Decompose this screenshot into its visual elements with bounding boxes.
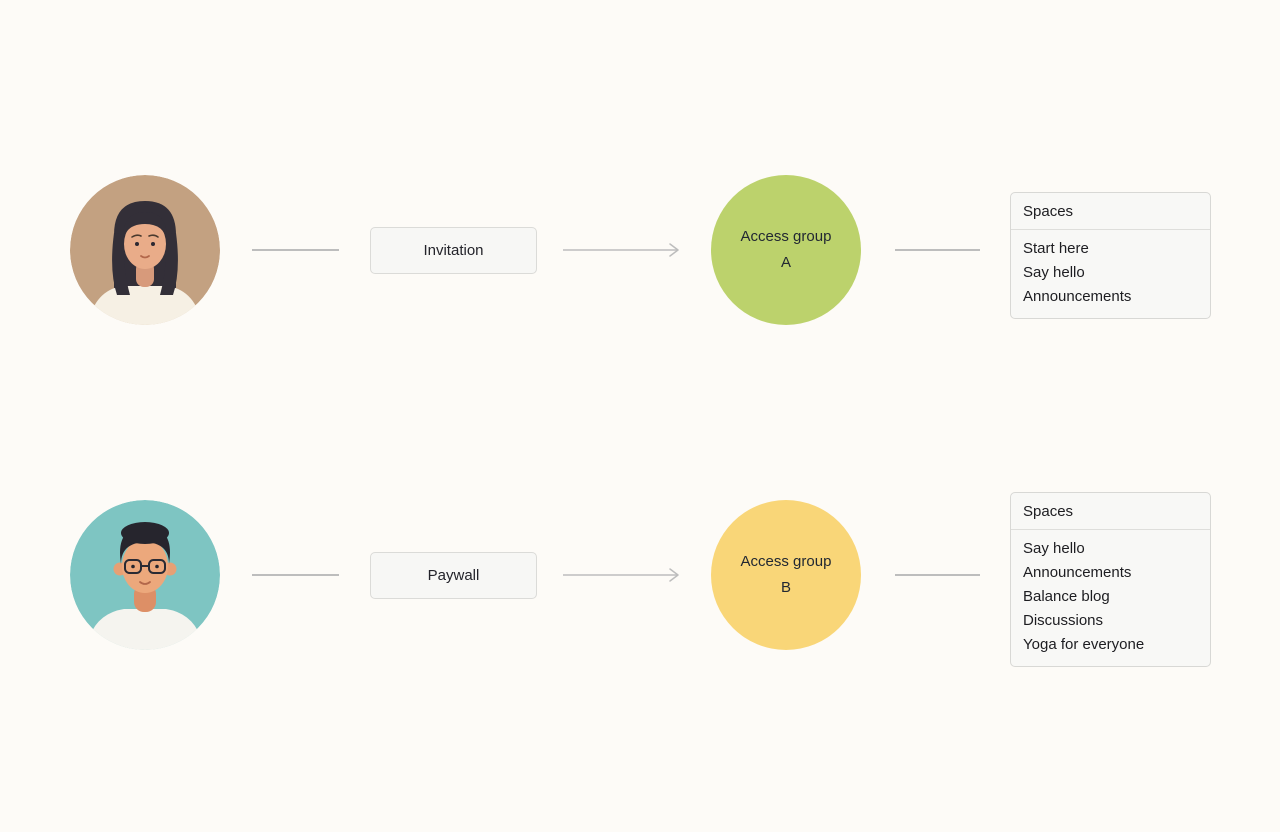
space-item: Balance blog	[1023, 588, 1110, 605]
connector-gate-to-group-arrow-2	[563, 568, 679, 582]
gate-paywall: Paywall	[370, 552, 537, 599]
gate-invitation: Invitation	[370, 227, 537, 274]
connector-group-to-spaces-2	[895, 574, 980, 576]
connector-gate-to-group-arrow-1	[563, 243, 679, 257]
space-item: Announcements	[1023, 288, 1132, 305]
woman-avatar-illustration-icon	[70, 175, 220, 325]
spaces-panel-a-title: Spaces	[1011, 202, 1210, 230]
access-group-b-circle: Access group B	[711, 500, 861, 650]
access-group-a-label: Access group	[740, 228, 832, 245]
connector-avatar-to-gate-2	[252, 574, 339, 576]
gate-invitation-label: Invitation	[423, 242, 484, 259]
access-group-a-letter: A	[780, 254, 791, 271]
space-item: Announcements	[1023, 564, 1132, 581]
space-item: Start here	[1023, 240, 1089, 257]
space-item: Yoga for everyone	[1023, 636, 1145, 653]
access-group-b-label: Access group	[740, 553, 832, 570]
man-avatar-illustration-icon	[70, 500, 220, 650]
avatar-member-2	[70, 500, 220, 650]
connector-avatar-to-gate-1	[252, 249, 339, 251]
access-group-a-circle: Access group A	[711, 175, 861, 325]
space-item: Discussions	[1023, 612, 1104, 629]
space-item: Say hello	[1023, 264, 1085, 281]
space-item: Say hello	[1023, 540, 1085, 557]
gate-paywall-label: Paywall	[427, 567, 480, 584]
access-group-b-letter: B	[780, 579, 791, 596]
connector-group-to-spaces-1	[895, 249, 980, 251]
spaces-panel-b-title: Spaces	[1011, 502, 1210, 530]
avatar-member-1	[70, 175, 220, 325]
